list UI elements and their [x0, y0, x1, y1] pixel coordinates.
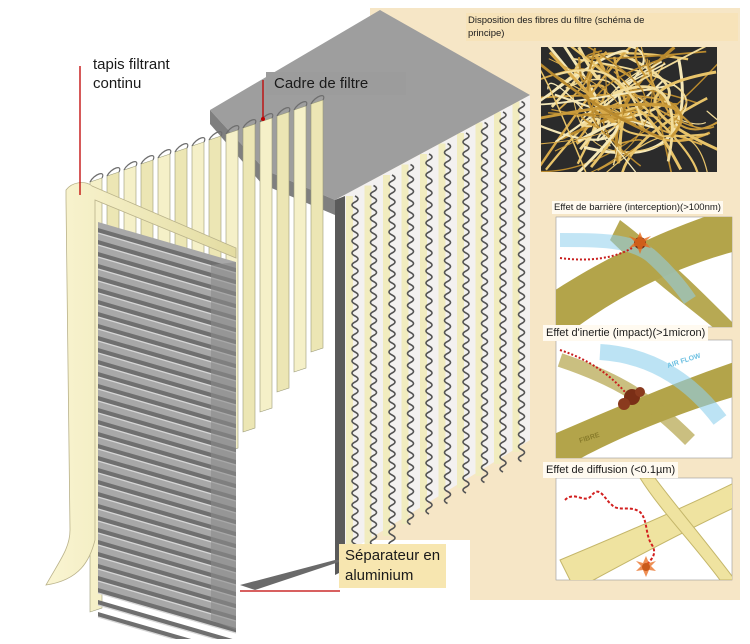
filter-mat: [45, 182, 237, 586]
separateur-label: Séparateur en aluminium: [339, 544, 447, 588]
diffusion-effect-label: Effet de diffusion (<0.1µm): [543, 462, 679, 478]
fiber-strands: [541, 47, 717, 172]
tapis-filtrant-label: tapis filtrant continu: [93, 56, 170, 92]
barrier-effect-graphic: [556, 217, 732, 327]
barrier-effect-label: Effet de barrière (interception)(>100nm): [552, 201, 723, 214]
inertia-effect-label: Effet d'inertie (impact)(>1micron): [543, 325, 709, 341]
disposition-label: Disposition des fibres du filtre (schéma…: [466, 13, 738, 41]
aluminium-separator: [97, 222, 237, 644]
diffusion-effect-graphic: [559, 478, 732, 580]
filter-bottom-frame: [240, 560, 345, 590]
leader-cadre-dot: [261, 117, 265, 121]
filter-frame-top: [210, 10, 530, 200]
cadre-filtre-label: Cadre de filtre: [266, 72, 406, 95]
right-face-separators: [346, 100, 526, 569]
filter-front-frame: [335, 196, 345, 575]
